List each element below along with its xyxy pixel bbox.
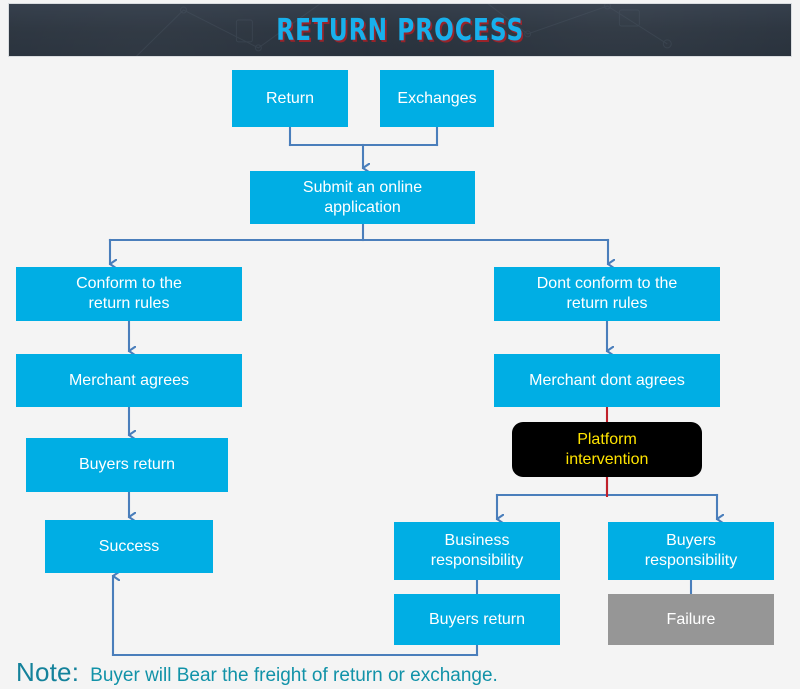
node-merchant-dont-agrees[interactable]: Merchant dont agrees	[494, 354, 720, 407]
node-merchant-agrees[interactable]: Merchant agrees	[16, 354, 242, 407]
node-failure[interactable]: Failure	[608, 594, 774, 645]
note-row: Note: Buyer will Bear the freight of ret…	[16, 657, 498, 688]
node-platform-intervention[interactable]: Platform intervention	[512, 422, 702, 477]
node-success[interactable]: Success	[45, 520, 213, 573]
node-exchanges[interactable]: Exchanges	[380, 70, 494, 127]
node-submit-online-application[interactable]: Submit an online application	[250, 171, 475, 224]
node-conform-to-return-rules[interactable]: Conform to the return rules	[16, 267, 242, 321]
node-business-responsibility[interactable]: Business responsibility	[394, 522, 560, 580]
node-buyers-return-left[interactable]: Buyers return	[26, 438, 228, 492]
node-buyers-return-right[interactable]: Buyers return	[394, 594, 560, 645]
node-buyers-responsibility[interactable]: Buyers responsibility	[608, 522, 774, 580]
header-banner: RETURN PROCESS	[8, 3, 792, 57]
note-label: Note:	[16, 657, 80, 687]
node-dont-conform-to-return-rules[interactable]: Dont conform to the return rules	[494, 267, 720, 321]
page-title: RETURN PROCESS	[275, 12, 525, 48]
node-return[interactable]: Return	[232, 70, 348, 127]
note-text: Buyer will Bear the freight of return or…	[90, 665, 498, 686]
